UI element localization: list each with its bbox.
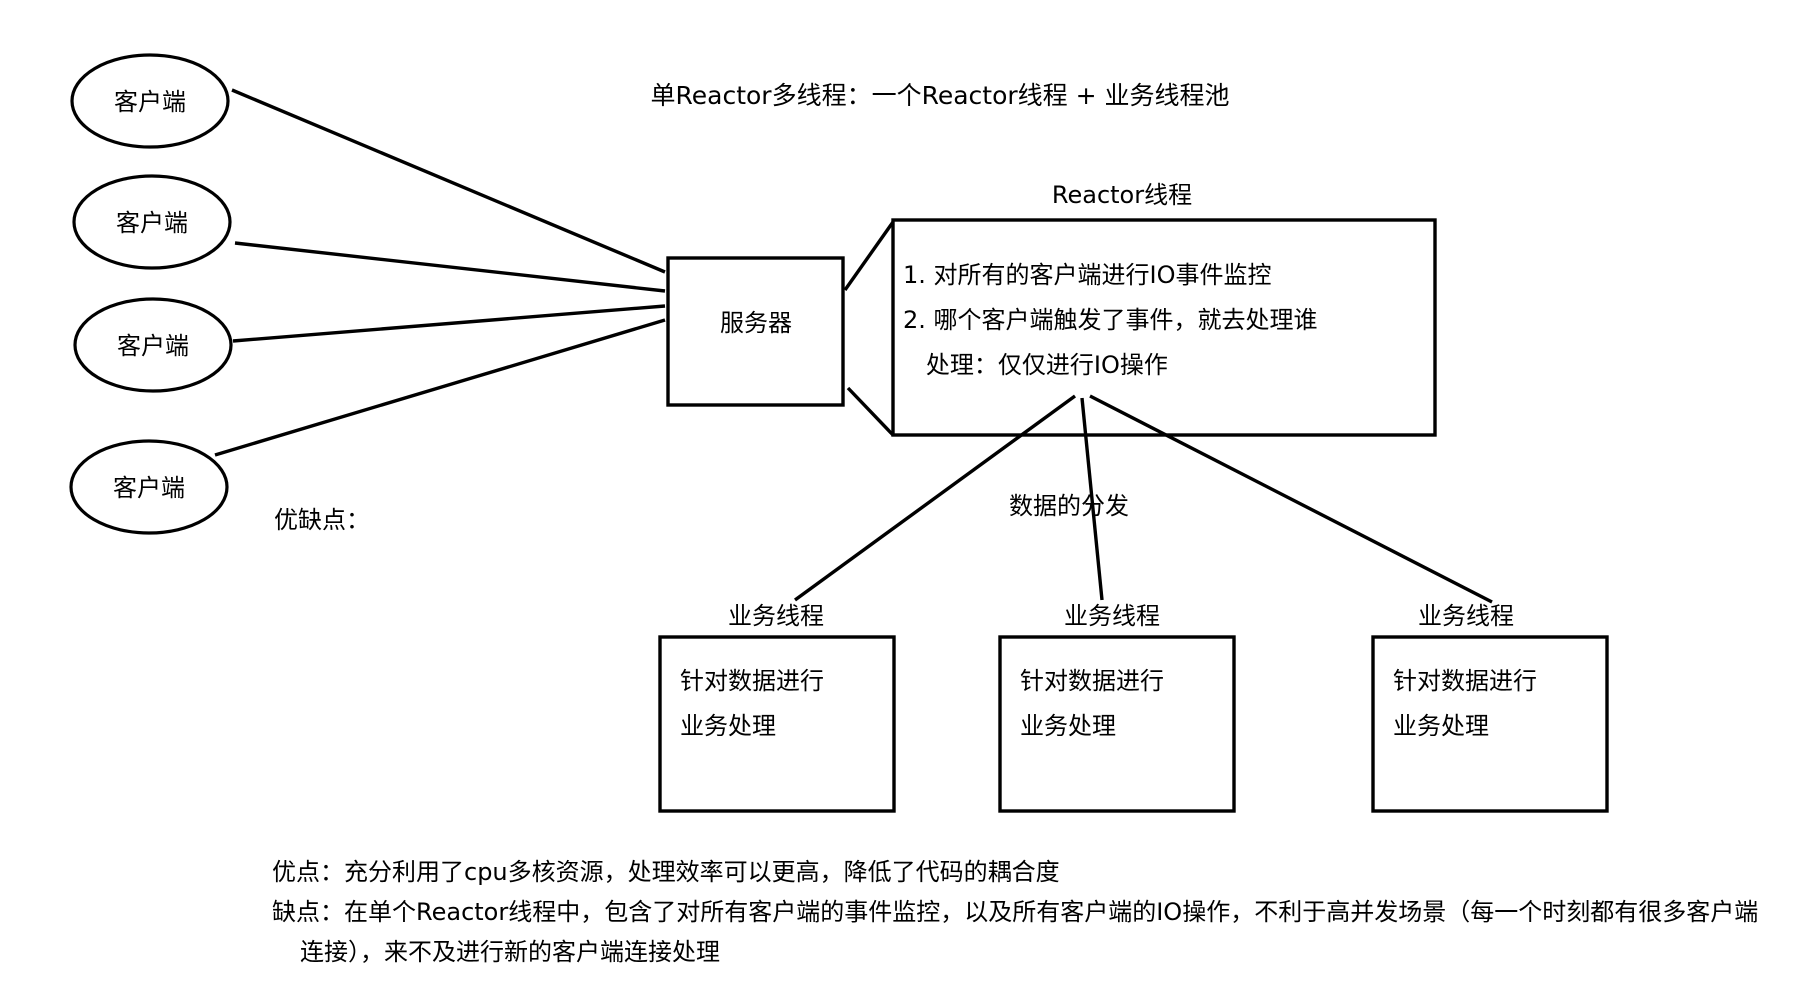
- worker-box-2: [998, 635, 1236, 813]
- worker-box-3: [1371, 635, 1609, 813]
- connector-reactor-worker-2: [1080, 397, 1104, 601]
- worker-1-line-2: 业务处理: [680, 712, 776, 740]
- client-label-2: 客户端: [116, 209, 188, 237]
- client-ellipse-1: [70, 53, 230, 149]
- server-label: 服务器: [720, 309, 792, 337]
- connector-reactor-worker-1: [793, 394, 1077, 602]
- reactor-title: Reactor线程: [1051, 181, 1193, 209]
- footer-pros: 优点：充分利用了cpu多核资源，处理效率可以更高，降低了代码的耦合度: [272, 858, 1060, 886]
- connector-server-reactor-upper: [843, 221, 895, 291]
- client-ellipse-3: [73, 297, 233, 393]
- reactor-line-2: 2. 哪个客户端触发了事件，就去处理谁: [903, 306, 1318, 334]
- client-label-4: 客户端: [113, 474, 185, 502]
- connector-server-reactor-lower: [846, 386, 895, 437]
- footer-cons-line-1: 缺点：在单个Reactor线程中，包含了对所有客户端的事件监控，以及所有客户端的…: [272, 898, 1759, 926]
- connector-client1-server: [231, 88, 666, 274]
- worker-2-line-1: 针对数据进行: [1020, 667, 1164, 695]
- worker-3-line-1: 针对数据进行: [1393, 667, 1537, 695]
- worker-box-1: [658, 635, 896, 813]
- worker-title-1: 业务线程: [728, 602, 824, 630]
- worker-title-3: 业务线程: [1418, 602, 1514, 630]
- client-label-3: 客户端: [117, 332, 189, 360]
- worker-3-line-2: 业务处理: [1393, 712, 1489, 740]
- reactor-line-1: 1. 对所有的客户端进行IO事件监控: [903, 261, 1272, 289]
- connector-client2-server: [234, 241, 666, 293]
- worker-1-line-1: 针对数据进行: [680, 667, 824, 695]
- reactor-line-3: 处理：仅仅进行IO操作: [903, 351, 1168, 379]
- proscons-heading: 优缺点：: [274, 506, 370, 534]
- client-label-1: 客户端: [114, 88, 186, 116]
- connector-reactor-worker-3: [1089, 394, 1493, 604]
- page-title: 单Reactor多线程：一个Reactor线程 + 业务线程池: [650, 81, 1230, 110]
- client-ellipse-2: [72, 174, 232, 270]
- footer-cons-line-2: 连接），来不及进行新的客户端连接处理: [300, 938, 720, 966]
- dispatch-label: 数据的分发: [1009, 492, 1129, 520]
- worker-title-2: 业务线程: [1064, 602, 1160, 630]
- connector-client3-server: [232, 304, 666, 343]
- client-ellipse-4: [69, 439, 229, 535]
- connector-client4-server: [214, 318, 666, 457]
- server-box: [666, 256, 845, 407]
- worker-2-line-2: 业务处理: [1020, 712, 1116, 740]
